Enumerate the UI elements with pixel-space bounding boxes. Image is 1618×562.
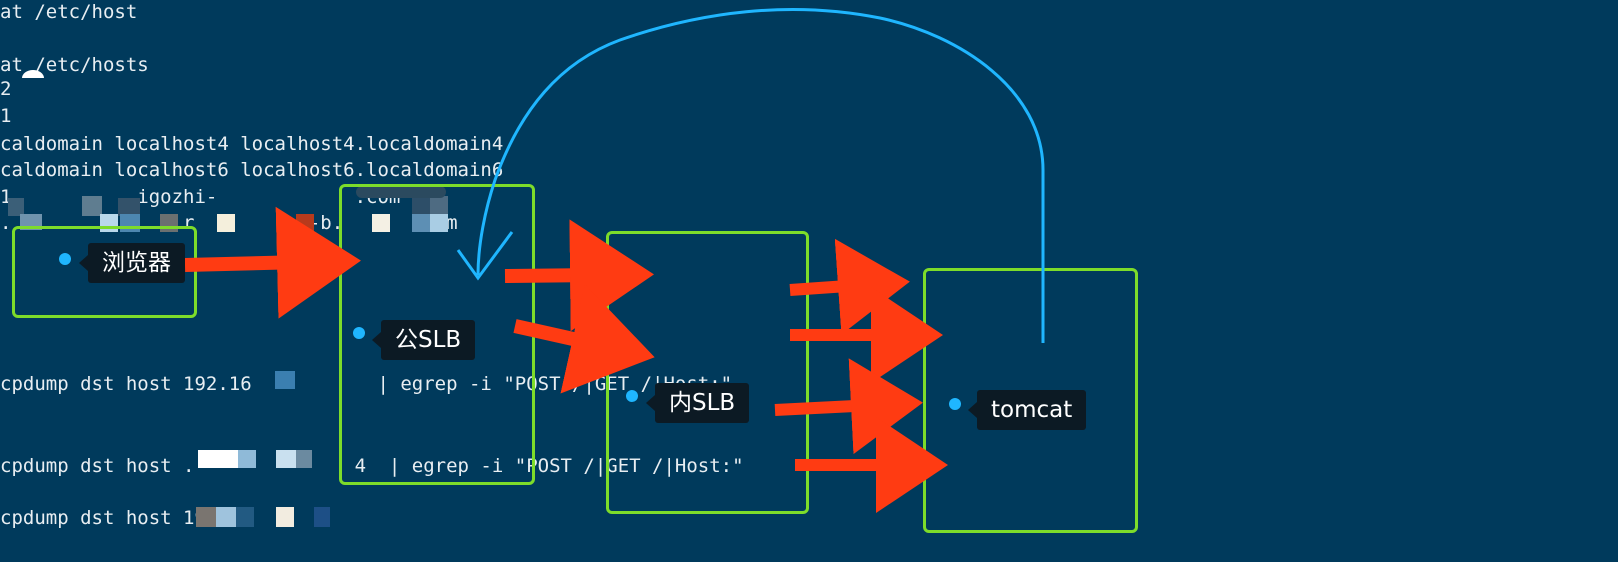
tomcat-dot [949, 398, 961, 410]
browser-box [12, 226, 197, 318]
terminal-line: caldomain localhost6 localhost6.localdom… [0, 159, 504, 181]
return-curve-arrowhead [456, 231, 514, 281]
arrow-public-to-internal-1 [504, 219, 654, 332]
arrow-public-to-internal-2 [513, 284, 655, 394]
arrow-internal-to-tomcat-1 [789, 238, 910, 335]
arrow-internal-to-tomcat-3 [774, 358, 923, 455]
redaction-block [372, 214, 390, 232]
browser-dot [59, 253, 71, 265]
redaction-block [216, 507, 236, 527]
redaction-block [276, 507, 294, 527]
redaction-block [238, 450, 256, 468]
redaction-block [430, 214, 448, 232]
browser-label: 浏览器 [79, 243, 185, 283]
public-slb-dot [353, 327, 365, 339]
decorative-mark [22, 70, 44, 78]
redaction-block [356, 186, 446, 198]
public-slb-label: 公SLB [371, 320, 476, 360]
redaction-block [82, 196, 102, 216]
redaction-block [196, 507, 216, 527]
redaction-block [236, 507, 254, 527]
internal-slb-label: 内SLB [645, 383, 750, 423]
redaction-block [412, 214, 430, 232]
redaction-block [275, 371, 295, 389]
internal-slb-dot [626, 390, 638, 402]
redaction-block [296, 450, 312, 468]
arrow-browser-to-public-slb [184, 206, 361, 319]
redaction-block [314, 507, 330, 527]
redaction-block [430, 196, 448, 214]
redaction-block [118, 198, 140, 216]
return-curve [476, 8, 1045, 343]
terminal-line: caldomain localhost4 localhost4.localdom… [0, 133, 504, 155]
terminal-line: 2 [0, 78, 12, 100]
redaction-block [198, 450, 238, 468]
tomcat-label: tomcat [967, 390, 1087, 430]
tomcat-box [923, 268, 1138, 533]
terminal-line: 1 [0, 105, 12, 127]
terminal-line: at /etc/host [0, 1, 138, 23]
redaction-block [217, 214, 235, 232]
redaction-block [276, 450, 296, 468]
redaction-block [8, 198, 24, 216]
terminal-line: at /etc/hosts [0, 54, 149, 76]
redaction-block [412, 196, 430, 214]
terminal-line: cpdump dst host . 4 | egrep -i "POST /|G… [0, 455, 744, 477]
